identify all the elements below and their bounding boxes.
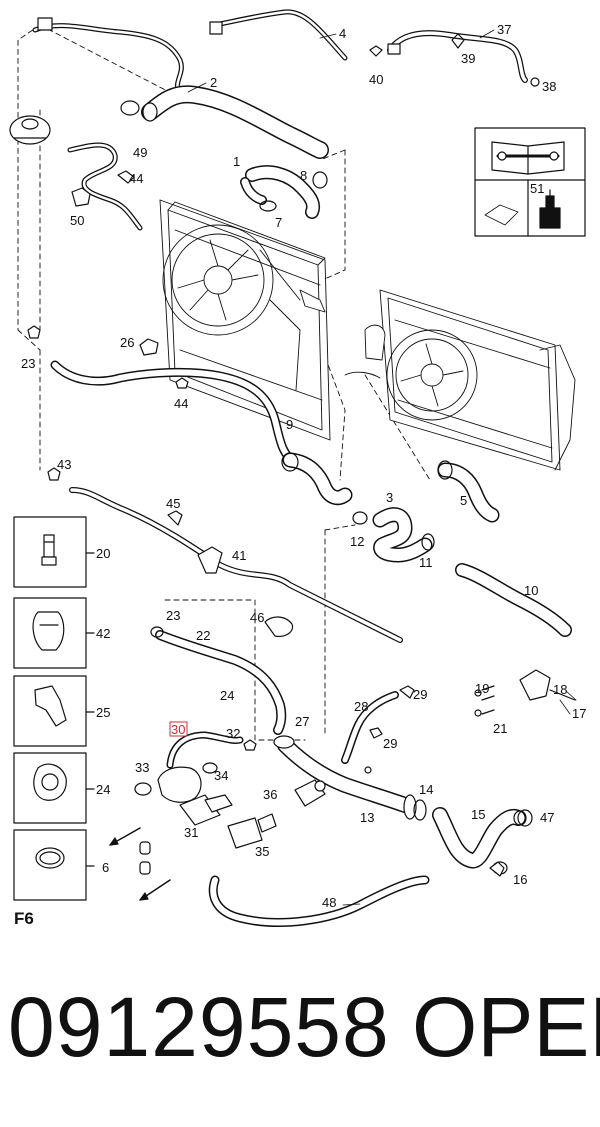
callout-6: 6 [102,860,109,875]
callout-29a: 29 [413,687,427,702]
pipe-part-41 [69,487,403,643]
detail-box-6 [13,829,95,901]
callout-41: 41 [232,548,246,563]
service-info-box [474,127,586,237]
open-book-with-wrench-icon [491,141,565,175]
callout-16: 16 [513,872,527,887]
callout-12: 12 [350,534,364,549]
callout-48: 48 [322,895,336,910]
callout-leader-ticks [187,29,577,906]
callout-1: 1 [233,154,240,169]
callout-38: 38 [542,79,556,94]
callout-47: 47 [540,810,554,825]
sensor-group [364,669,576,877]
callout-33: 33 [135,760,149,775]
hose-part-49 [67,142,143,231]
hose-part-1 [240,165,328,219]
dashed-leaders [17,24,431,741]
hose-part-22 [150,616,294,735]
callout-14: 14 [419,782,433,797]
pipe-part-13 [273,735,417,820]
callout-4: 4 [339,26,346,41]
callout-18: 18 [553,682,567,697]
callout-10: 10 [524,583,538,598]
callout-9: 9 [286,417,293,432]
callout-19: 19 [475,681,489,696]
callout-50: 50 [70,213,84,228]
callout-42: 42 [96,626,110,641]
callout-44a: 44 [129,171,143,186]
callout-36: 36 [263,787,277,802]
sealant-bottle-icon [539,189,561,229]
hose-part-3 [352,507,435,563]
callout-30: 30 [171,722,185,737]
callout-15: 15 [471,807,485,822]
cooling-system-diagram: 1 2 3 4 5 6 7 8 9 10 11 12 13 14 15 16 1… [9,9,586,928]
hose-part-9 [27,325,353,506]
callout-2: 2 [210,75,217,90]
thermostat-assembly [134,731,277,849]
detail-box-24 [13,752,95,824]
callout-8: 8 [300,168,307,183]
expansion-tank [9,115,51,145]
callout-24b: 24 [96,782,110,797]
callout-24a: 24 [220,688,234,703]
callout-11: 11 [419,555,433,570]
hose-part-2 [120,85,329,159]
callout-49: 49 [133,145,147,160]
callout-34: 34 [214,768,228,783]
radiator-fan-assembly-right [344,289,576,471]
detail-box-42 [13,597,95,669]
callout-29b: 29 [383,736,397,751]
callout-28: 28 [354,699,368,714]
callout-labels: 1 2 3 4 5 6 7 8 9 10 11 12 13 14 15 16 1… [21,22,586,910]
callout-35: 35 [255,844,269,859]
part-number: 09129558 [8,980,390,1074]
callout-21: 21 [493,721,507,736]
callout-3: 3 [386,490,393,505]
callout-46: 46 [250,610,264,625]
callout-5: 5 [460,493,467,508]
clip-part-43 [47,467,61,481]
hose-part-28 [341,685,415,764]
callout-17: 17 [572,706,586,721]
callout-27: 27 [295,714,309,729]
callout-7: 7 [275,215,282,230]
highlight-box-30 [169,721,188,737]
hose-part-48 [208,875,430,927]
callout-26: 26 [120,335,134,350]
callout-31: 31 [184,825,198,840]
figure-label: F6 [14,909,34,928]
radiator-fan-assembly-left [159,199,331,441]
callout-22: 22 [196,628,210,643]
detail-box-25 [13,675,95,747]
hose-part-5 [437,460,500,523]
hose-part-37 [369,30,540,87]
callout-23b: 23 [166,608,180,623]
callout-45: 45 [166,496,180,511]
hose-part-15 [413,799,533,875]
callout-39: 39 [461,51,475,66]
callout-51: 51 [530,181,544,196]
brand-name: OPEL [412,980,600,1074]
callout-44b: 44 [174,396,188,411]
callout-32: 32 [226,726,240,741]
hose-part-10 [455,563,572,637]
clamp-parts-6 [109,827,171,901]
callout-37: 37 [497,22,511,37]
callout-25: 25 [96,705,110,720]
callout-40: 40 [369,72,383,87]
footer: 09129558 OPEL [0,985,600,1095]
hose-part-4 [32,9,348,93]
detail-box-20 [13,516,95,588]
callout-20: 20 [96,546,110,561]
callout-23a: 23 [21,356,35,371]
callout-13: 13 [360,810,374,825]
callout-43: 43 [57,457,71,472]
